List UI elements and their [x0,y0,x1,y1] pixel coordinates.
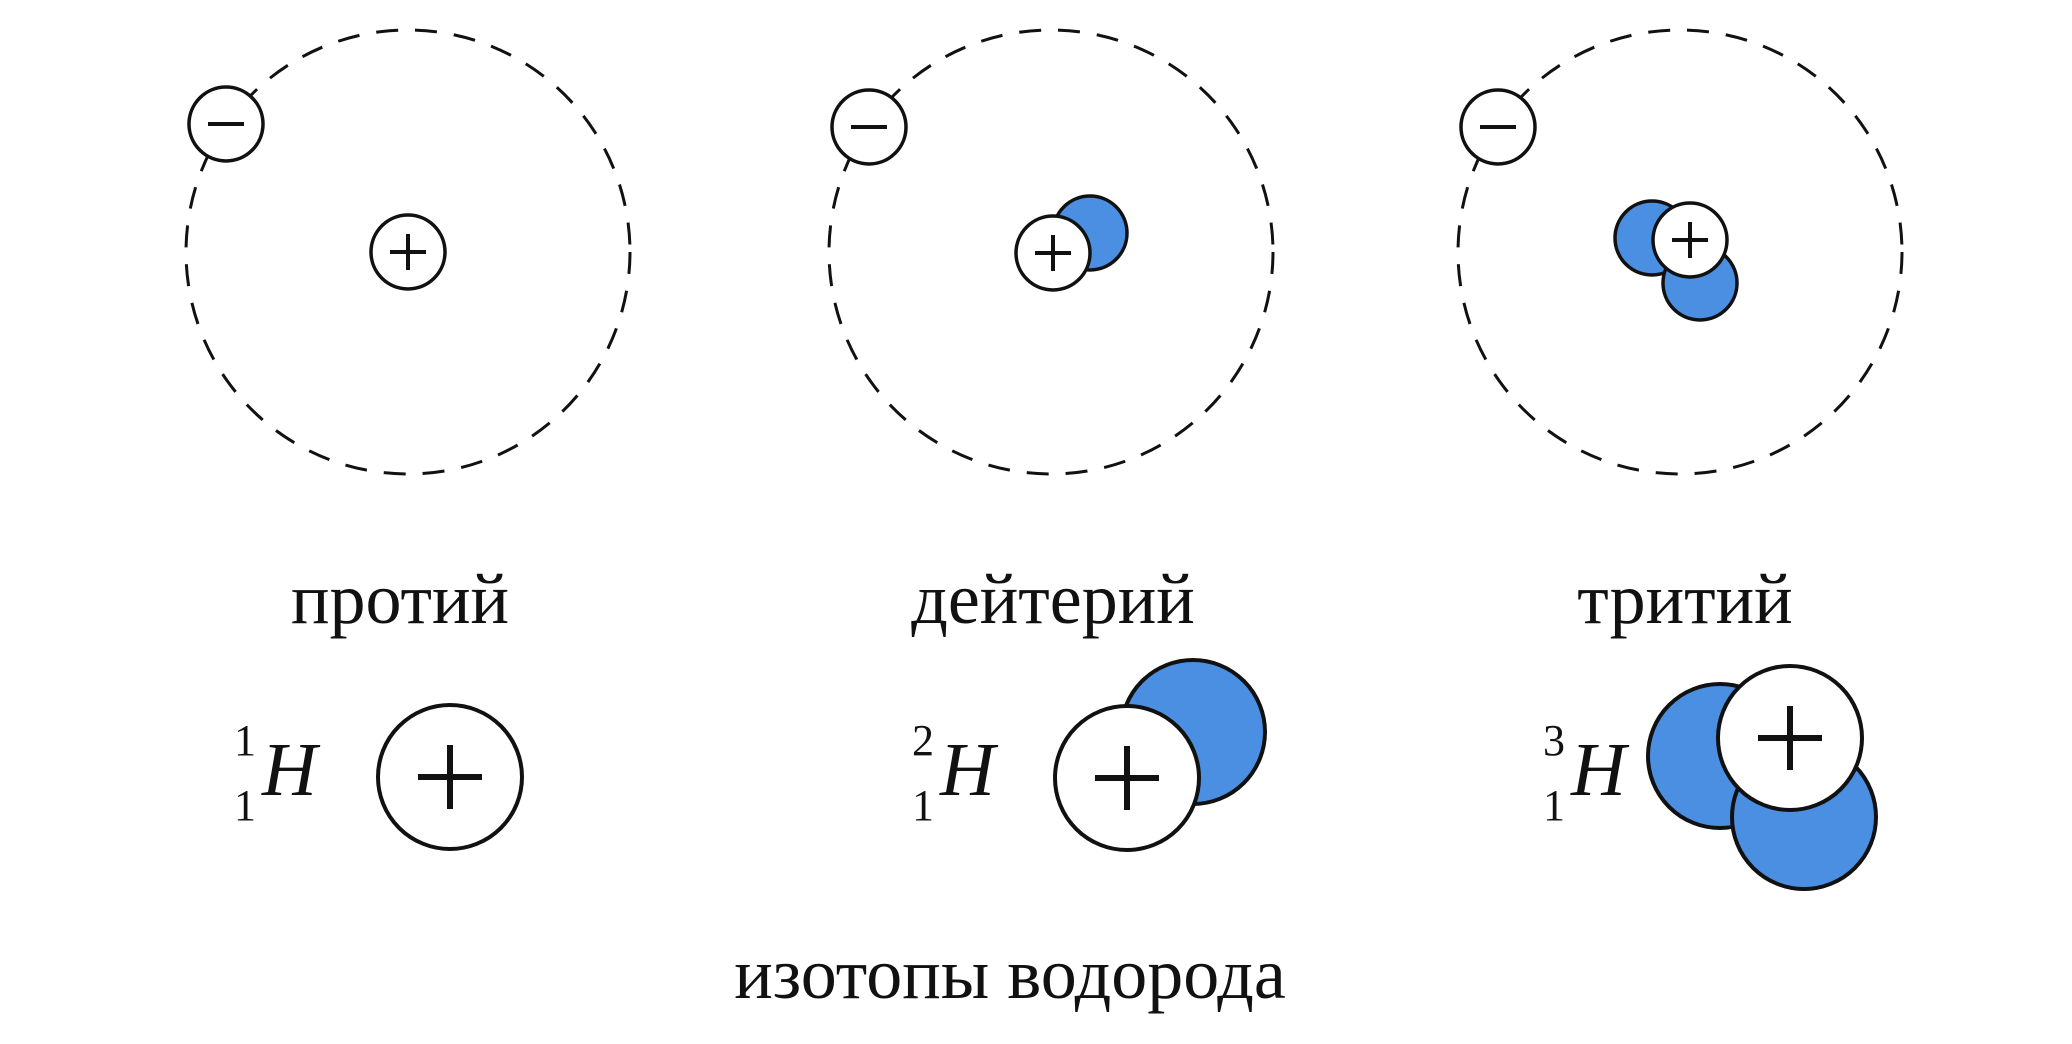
deuterium-nucleus [1053,658,1267,852]
tritium-name: тритий [1577,559,1792,639]
tritium-notation: 3 1 H [1543,716,1630,830]
tritium-symbol: H [1570,728,1630,812]
tritium-electron-orbit [1456,28,1904,476]
protium-symbol: H [261,728,321,812]
deuterium-mass-number: 2 [912,716,934,765]
tritium-mass-number: 3 [1543,716,1565,765]
protium-atom [184,28,632,476]
deuterium-atomic-number: 1 [912,781,934,830]
tritium-atomic-number: 1 [1543,781,1565,830]
protium-electron-icon [187,85,265,163]
protium-nucleus-proton-icon [376,703,524,851]
tritium-atom [1456,28,1904,476]
deuterium-electron-orbit [827,28,1275,476]
protium-nucleus [376,703,524,851]
deuterium-atom [827,28,1275,476]
protium-electron-orbit [184,28,632,476]
protium-notation: 1 1 H [234,716,321,830]
protium-proton-icon [369,213,447,291]
deuterium-name: дейтерий [911,559,1195,639]
protium-atomic-number: 1 [234,781,256,830]
tritium-nucleus-proton-icon [1716,664,1864,812]
protium-mass-number: 1 [234,716,256,765]
tritium-electron-icon [1459,88,1537,166]
deuterium-symbol: H [939,728,999,812]
tritium-proton-icon [1651,201,1729,279]
tritium-nucleus [1646,664,1878,891]
deuterium-electron-icon [830,88,908,166]
diagram-caption: изотопы водорода [734,934,1286,1014]
deuterium-nucleus-proton-icon [1053,704,1201,852]
deuterium-proton-icon [1014,214,1092,292]
deuterium-notation: 2 1 H [912,716,999,830]
protium-name: протий [291,559,509,639]
